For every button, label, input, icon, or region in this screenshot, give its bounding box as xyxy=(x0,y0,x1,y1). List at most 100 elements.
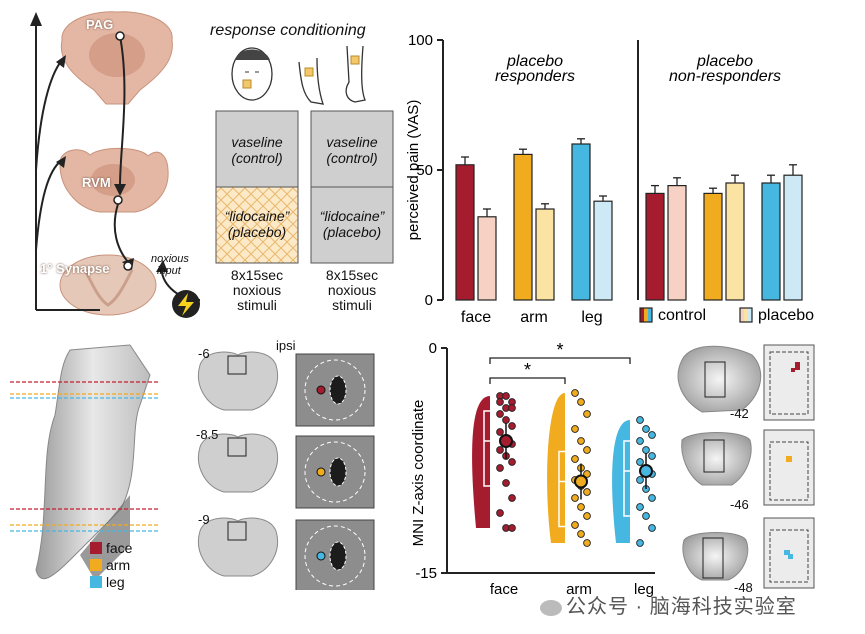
violin xyxy=(612,420,630,543)
data-point xyxy=(583,488,591,496)
data-point xyxy=(648,494,656,502)
condition-boxes xyxy=(215,110,394,264)
right-bot-line1: “lidocaine” xyxy=(319,208,385,224)
stim-left-1: 8x15sec xyxy=(230,267,284,283)
x-tick-label: face xyxy=(461,309,491,326)
slice-level-1: -6 xyxy=(198,346,210,361)
data-point xyxy=(508,524,516,532)
data-point xyxy=(496,410,504,418)
panel-subtitle: non-responders xyxy=(669,68,781,85)
data-point xyxy=(508,404,516,412)
legend-swatch-part xyxy=(640,308,644,322)
data-point xyxy=(648,431,656,439)
panel-subtitle: responders xyxy=(495,68,575,85)
data-point xyxy=(636,437,644,445)
y-tick-label: -15 xyxy=(415,565,437,582)
mean-marker xyxy=(639,464,653,478)
bar xyxy=(667,185,687,301)
watermark: 公众号 · 脑海科技实验室 xyxy=(540,590,797,619)
zoom-ring xyxy=(304,441,366,503)
slice-row xyxy=(198,351,375,427)
significance-label: * xyxy=(556,340,563,360)
data-point xyxy=(636,476,644,484)
bar xyxy=(477,216,497,301)
right-bot-line2: (placebo) xyxy=(322,224,382,240)
legend-swatch-part xyxy=(648,308,652,322)
data-point xyxy=(577,530,585,538)
legend-swatch xyxy=(739,307,753,323)
right-top-line2: (control) xyxy=(326,150,378,166)
zoom-core xyxy=(329,375,347,405)
data-point xyxy=(502,479,510,487)
significance-bracket xyxy=(489,357,631,364)
left-bot-line2: (placebo) xyxy=(227,224,287,240)
stim-left-2: noxious xyxy=(232,282,282,298)
pain-circuit-diagram xyxy=(30,11,201,318)
bar xyxy=(535,208,555,301)
axial-slices xyxy=(198,351,375,590)
conditioning-title: response conditioning xyxy=(210,22,366,39)
watermark-text: 公众号 · 脑海科技实验室 xyxy=(566,596,797,618)
left-placebo-box xyxy=(215,186,299,264)
data-point xyxy=(571,521,579,529)
box xyxy=(558,450,570,528)
data-point xyxy=(583,470,591,478)
panel-title: placebo xyxy=(506,53,563,70)
bar xyxy=(513,153,533,301)
y-axis-label: MNI Z-axis coordinate xyxy=(410,400,427,547)
zoom-ring xyxy=(304,359,366,421)
slice-level-3: -9 xyxy=(198,512,210,527)
right-control-box xyxy=(310,110,394,188)
data-point xyxy=(496,446,504,454)
data-point xyxy=(496,509,504,517)
data-point xyxy=(583,539,591,547)
data-point xyxy=(571,455,579,463)
x-tick-label: leg xyxy=(634,581,654,598)
violin xyxy=(547,393,565,543)
stim-right-3: stimuli xyxy=(332,297,372,313)
stim-right-1: 8x15sec xyxy=(325,267,379,283)
zoom-ring xyxy=(304,525,366,587)
bar xyxy=(571,143,591,301)
roi-box xyxy=(227,355,247,375)
violin xyxy=(472,396,490,528)
left-top-line2: (control) xyxy=(231,150,283,166)
significance-label: * xyxy=(524,360,531,380)
legend-face: face xyxy=(106,540,133,556)
x-tick-label: leg xyxy=(581,309,602,326)
data-point xyxy=(642,446,650,454)
data-point xyxy=(648,524,656,532)
bar xyxy=(593,200,613,301)
slice-level-2: -8.5 xyxy=(196,427,219,442)
bar xyxy=(783,174,803,301)
box xyxy=(483,410,495,487)
activation-dot xyxy=(316,551,326,561)
data-point xyxy=(571,389,579,397)
data-point xyxy=(636,503,644,511)
x-tick-label: face xyxy=(490,581,518,598)
right-level-1: -42 xyxy=(730,406,749,421)
data-point xyxy=(636,416,644,424)
stim-left-3: stimuli xyxy=(237,297,277,313)
pag-label: PAG xyxy=(86,17,114,32)
body-sites-illustration xyxy=(231,45,366,105)
rvm-label: RVM xyxy=(82,175,111,190)
data-point xyxy=(577,503,585,511)
leg-icon xyxy=(345,45,366,103)
sagittal-brainstem xyxy=(10,344,160,588)
mean-marker xyxy=(574,474,588,489)
zoom-core xyxy=(329,457,347,487)
legend-label: placebo xyxy=(758,307,814,324)
arm-icon xyxy=(298,57,324,105)
bar xyxy=(645,192,665,301)
y-axis-label: perceived pain (VAS) xyxy=(405,100,422,241)
bar xyxy=(703,192,723,301)
data-point xyxy=(496,428,504,436)
ipsi-label: ipsi xyxy=(276,338,296,353)
box xyxy=(623,440,635,517)
right-level-3: -48 xyxy=(734,580,753,595)
activation-dot xyxy=(316,385,326,395)
y-tick-label: 100 xyxy=(408,32,433,49)
